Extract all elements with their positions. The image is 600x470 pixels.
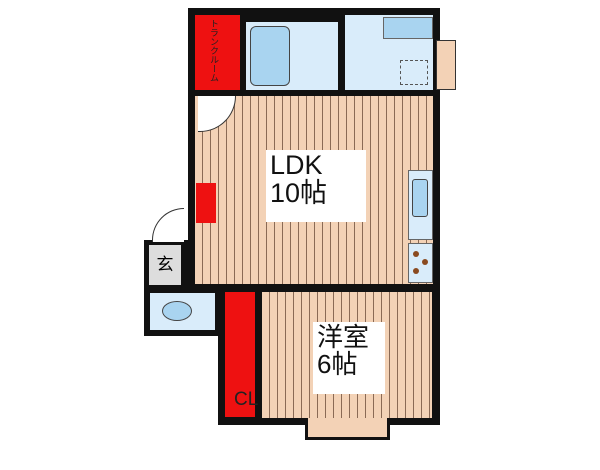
storage-small [196,183,216,223]
trunk-room-label: トランクルーム [209,19,219,82]
toilet-room [150,293,215,330]
ldk-label: LDK 10帖 [266,150,366,222]
floor-plan: トランクルーム LDK 10帖 玄 CL 洋室 6帖 [144,8,456,440]
window-balcony-small [436,40,456,90]
entrance-door [152,208,184,242]
washing-machine-space [400,60,428,85]
ldk-name: LDK [270,150,323,180]
closet-label: CL [234,389,259,410]
closet: CL [225,292,259,417]
trunk-room: トランクルーム [195,15,240,90]
bathtub [250,26,290,86]
toilet-icon [162,301,192,321]
kitchen-sink [408,170,433,240]
burner [413,251,419,257]
washroom [345,15,433,90]
ldk-size: 10帖 [270,177,328,208]
wash-basin [383,17,433,39]
burner [422,259,428,265]
burner [413,268,419,274]
sink-basin [412,179,428,217]
western-name: 洋室 [317,322,370,352]
stove [408,243,433,283]
balcony-bottom [305,418,390,440]
entrance: 玄 [149,245,181,285]
western-label: 洋室 6帖 [313,322,385,394]
western-size: 6帖 [317,348,358,379]
bathroom [246,22,338,90]
